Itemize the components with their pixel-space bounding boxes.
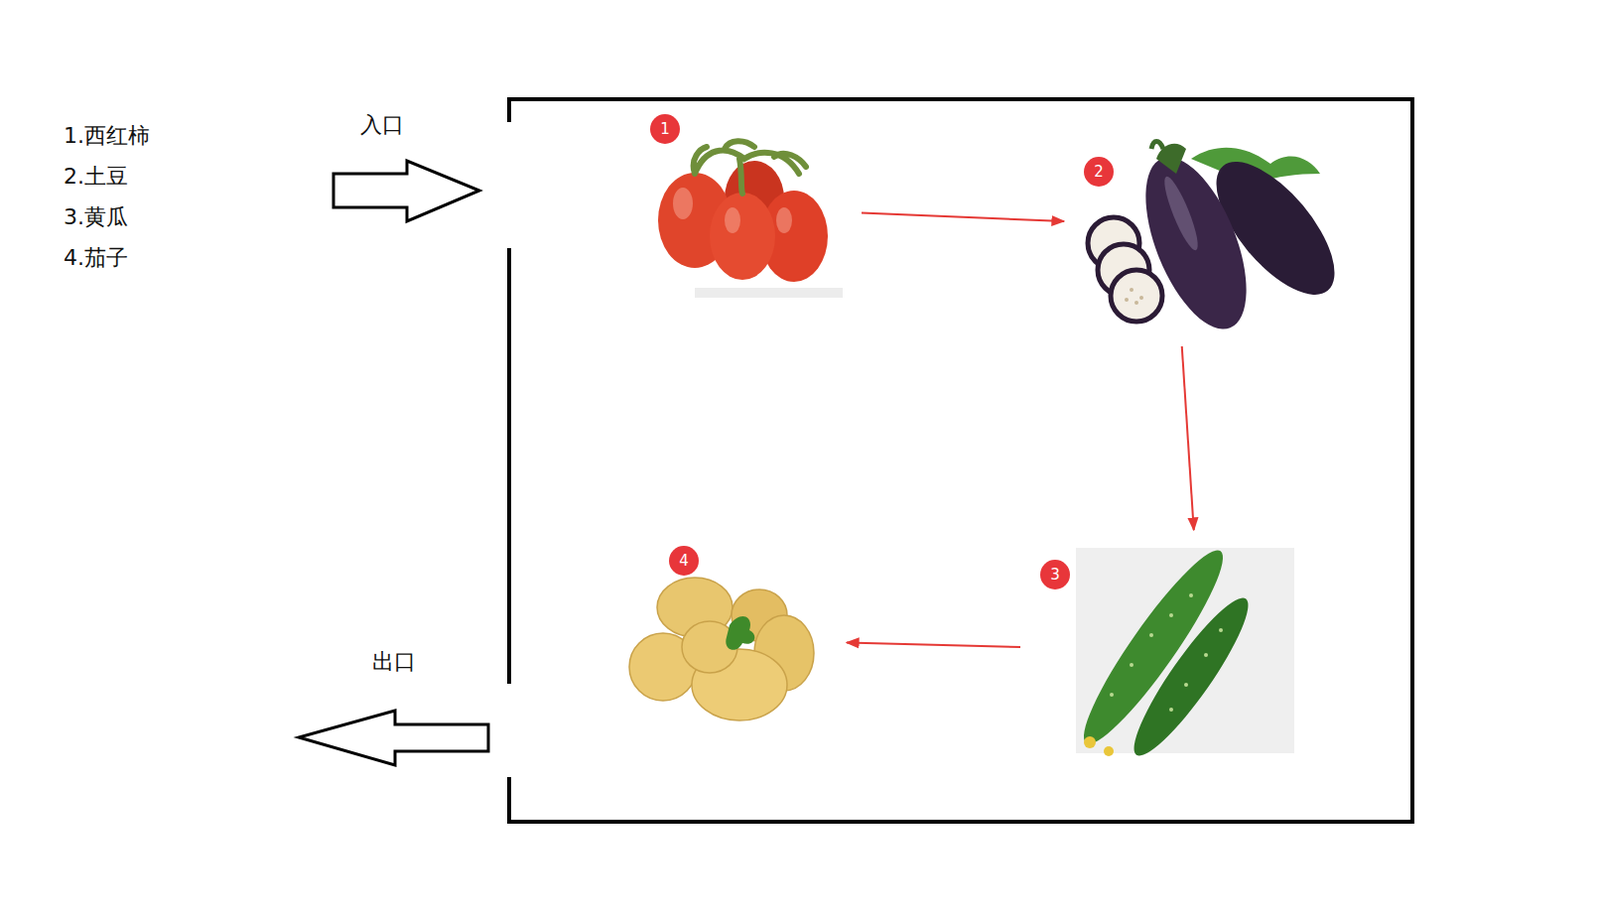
callout-number: 2 <box>1083 156 1114 187</box>
list-item: 2.土豆 <box>63 163 129 190</box>
entrance-arrow <box>333 160 480 222</box>
flow-arrow <box>1182 346 1195 531</box>
vegetable-tile: 4 <box>625 543 829 735</box>
callout-number: 4 <box>668 545 699 576</box>
flow-arrow <box>846 642 1021 648</box>
tomato-picture <box>658 140 843 298</box>
cucumber-picture <box>1067 538 1295 767</box>
vegetable-tile: 1 <box>650 114 844 299</box>
list-item: 4.茄子 <box>63 245 129 271</box>
direction-label: 入口 <box>360 112 404 138</box>
direction-label: 出口 <box>372 649 416 675</box>
eggplant-picture <box>1087 141 1355 344</box>
callout-number: 3 <box>1040 559 1070 590</box>
vegetable-tile: 3 <box>1038 547 1295 754</box>
list-item: 1.西红柿 <box>63 123 150 149</box>
potato-picture <box>629 577 814 721</box>
list-item: 3.黄瓜 <box>63 204 129 231</box>
flow-arrow <box>861 212 1065 222</box>
enclosure <box>509 99 1413 822</box>
vegetable-tile: 2 <box>1081 127 1337 329</box>
callout-number: 1 <box>650 114 680 144</box>
exit-arrow <box>298 710 489 766</box>
